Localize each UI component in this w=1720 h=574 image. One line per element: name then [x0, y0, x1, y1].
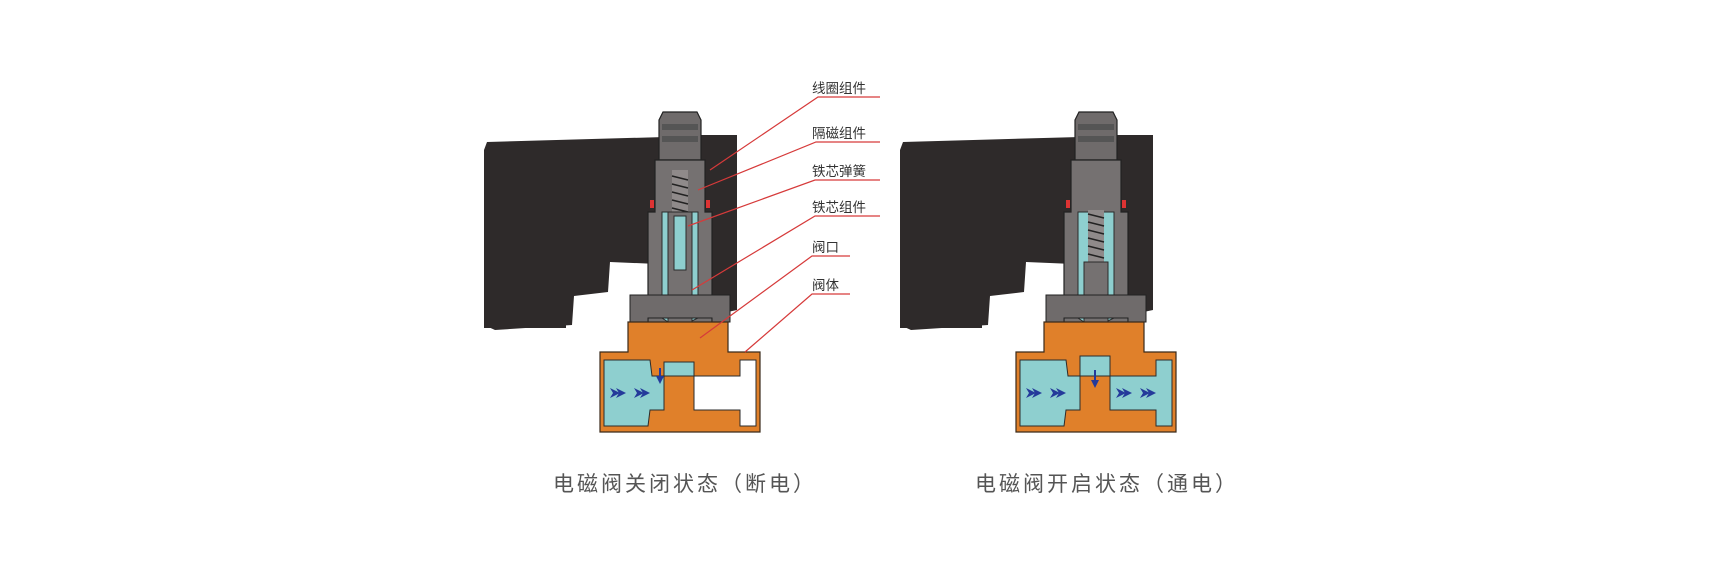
inlet-fluid: [603, 359, 665, 427]
closed-valve: [484, 111, 761, 433]
plunger-spring: [1087, 210, 1105, 262]
label-plunger-assembly: 铁芯组件: [812, 200, 866, 216]
label-coil-assembly: 线圈组件: [812, 81, 866, 97]
outlet-fluid: [1109, 359, 1173, 427]
label-valve-body: 阀体: [812, 278, 840, 294]
bonnet: [629, 294, 731, 323]
label-plunger-spring: 铁芯弹簧: [812, 164, 866, 180]
label-valve-port: 阀口: [812, 240, 839, 256]
down-arrow: [1091, 370, 1099, 388]
up-arrow: [656, 368, 664, 384]
leader-lines: [687, 96, 880, 353]
inlet-fluid: [1019, 359, 1081, 427]
caption-open: 电磁阀开启状态（通电）: [975, 472, 1239, 496]
bonnet: [1045, 294, 1147, 323]
caption-closed: 电磁阀关闭状态（断电）: [553, 472, 817, 496]
outlet-empty: [693, 359, 757, 427]
open-valve: [900, 111, 1177, 433]
label-isolation-assembly: 隔磁组件: [812, 126, 866, 142]
